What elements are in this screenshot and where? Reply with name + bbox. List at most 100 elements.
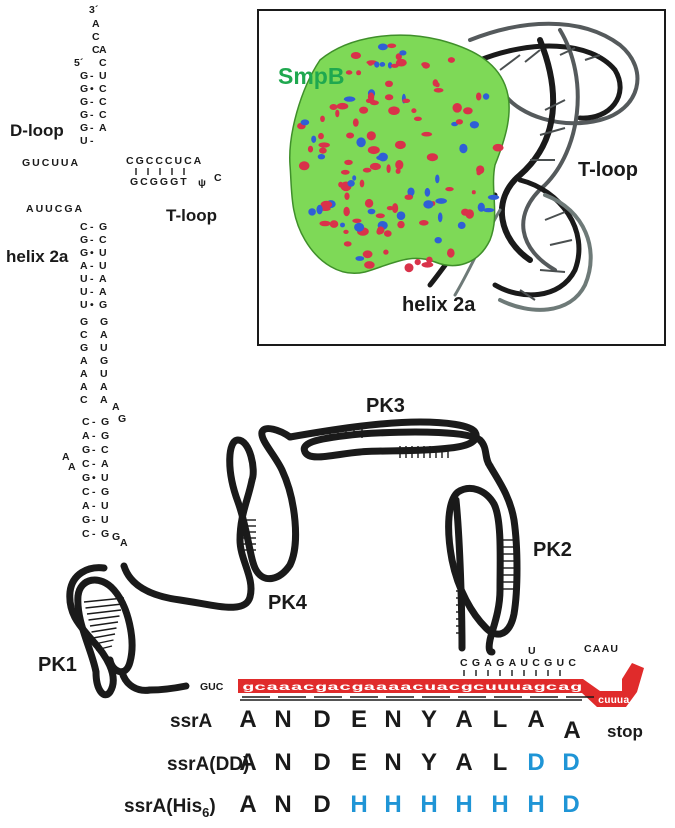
loop-right-nt: A [100,329,108,341]
pk1-pair [92,633,116,639]
residue: H [420,791,437,818]
acceptor-right-nt: C [99,109,107,121]
lower-pair: - [92,444,96,456]
loop-right-nt: A [100,381,108,393]
surface-patch [343,96,356,102]
residue: N [384,749,401,776]
surface-patch [386,206,394,211]
acceptor-right-nt: U [99,70,107,82]
row-label-text: ssrA(His [124,796,202,817]
surface-patch [392,203,399,214]
loop-right-nt: G [100,316,108,328]
surface-patch [319,220,331,227]
residue: A [455,749,472,776]
surface-patch [426,256,433,264]
surface-patch [437,212,443,223]
surface-patch [354,222,365,232]
loop-right-nt: U [100,368,108,380]
residue: N [274,706,291,733]
acceptor-right-nt: A [99,44,107,56]
surface-patch [492,143,504,152]
surface-patch [369,162,381,171]
lower-pair: - [92,514,96,526]
surface-patch [340,222,345,228]
pk1-pair [94,639,114,645]
row-label-text: ssrA [170,711,213,732]
t-loop-c: C [214,172,222,184]
residue: H [455,791,472,818]
lower-right-nt: A [101,458,109,470]
helix-left-nt: U [80,299,88,311]
surface-patch [423,200,434,209]
surface-patch [336,102,349,110]
acceptor-left-nt: G [80,96,88,108]
loop-right-nt: G [100,355,108,367]
acceptor-left-nt: G [80,83,88,95]
surface-patch [394,140,406,150]
residue: A [455,706,472,733]
pk1-label: PK1 [38,654,77,676]
acceptor-left-nt: U [80,135,88,147]
smpb-inset: SmpB T-loop helix 2a [257,9,666,346]
bulge-nt: A [62,451,70,463]
surface-patch [455,119,463,125]
lower-left-nt: G [82,444,90,456]
acceptor-right-nt: C [99,96,107,108]
loop-left-nt: G [80,342,88,354]
lower-left-nt: C [82,486,90,498]
smpb-label: SmpB [278,63,344,89]
row-label-subscript: 6 [202,805,209,820]
surface-patch [359,179,365,188]
orf-sequence: gcaaacgacgaaaacuacgcuuuagcag [242,682,582,694]
surface-patch [318,132,324,140]
bulge-nt: A [68,461,76,473]
surface-patch [457,221,466,229]
stop-label: stop [607,722,643,741]
hairpin-loop: CAAU [584,643,618,655]
acceptor-right-nt: C [99,57,107,69]
surface-patch [435,198,448,204]
surface-patch [307,145,314,153]
d-loop-upper: GUCUUA [22,157,80,169]
surface-patch [329,104,338,110]
residue: N [274,749,291,776]
overhang-nt: C [92,44,100,56]
helix-pair: - [90,221,94,233]
surface-patch [379,62,386,67]
helix-right-nt: U [99,260,107,272]
acceptor-pair: - [90,109,94,121]
surface-patch [318,142,331,148]
helix-pair: - [90,286,94,298]
surface-patch [387,62,393,69]
lower-right-nt: G [101,486,109,498]
surface-patch [340,169,350,175]
bulge-nt: A [120,537,128,549]
row-label: ssrA(His6) [124,796,216,820]
surface-patch [482,93,490,100]
pk1-pair [86,609,122,615]
helix-right-nt: G [99,299,107,311]
acceptor-overhang: ACC [92,18,100,56]
loop-left-nt: A [80,381,88,393]
surface-patch [367,61,374,66]
surface-patch [320,200,333,209]
lower-right-nt: U [101,514,109,526]
overhang-nt: C [92,31,100,43]
surface-patch [402,98,411,104]
acceptor-pair: - [90,96,94,108]
surface-patch [374,61,380,68]
t-stem-top: CGCCCUCA [126,155,203,167]
residue: A [239,706,256,733]
surface-patch [352,175,357,181]
pk4-label: PK4 [268,592,308,614]
helix-left-nt: U [80,273,88,285]
surface-patch [362,250,373,259]
hairpin-extra: U [528,645,536,657]
residue: A [563,717,580,744]
helix-right-nt: A [99,286,107,298]
surface-patch [308,208,316,216]
